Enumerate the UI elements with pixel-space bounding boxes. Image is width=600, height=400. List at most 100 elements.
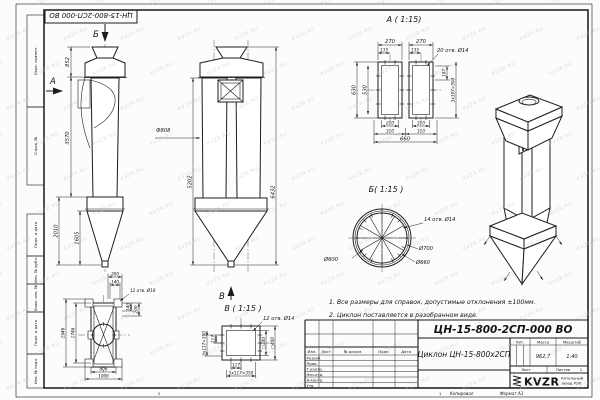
mass-label: Масса <box>537 339 549 344</box>
margin-column: Перв. примен. Справ. № Подп. и дата Инв.… <box>26 14 45 389</box>
margin-label: Перв. примен. <box>33 47 38 76</box>
lit-label: Лит. <box>516 339 525 344</box>
dim-210: 210 <box>417 121 425 126</box>
mass-value: 962,7 <box>536 354 551 360</box>
margin-label: Взам. инв. № <box>33 285 38 311</box>
sheets-label: Листов <box>556 367 571 372</box>
dim-3570: 3570 <box>65 131 71 145</box>
logo-text: KVZR <box>524 376 560 389</box>
dim-117: 117 <box>211 335 216 343</box>
holes-callout-section-a: 20 отв. Ø14 <box>437 47 469 54</box>
view-front: В Ф808 5202 6432 <box>155 40 279 302</box>
row-nachotd: Нач.отд. <box>307 372 324 377</box>
holes-callout-view-v: 12 отв. Ø14 <box>263 315 295 322</box>
dim-135: 135 <box>411 47 419 52</box>
dim-660: 660 <box>400 137 411 143</box>
dim-630: 630 <box>352 84 358 95</box>
stamp-text: ЦН-15-800-2СП-000 ВО <box>49 11 133 19</box>
dim-310: 310 <box>417 129 425 134</box>
dim-310: 310 <box>386 129 394 134</box>
dim-200: 200 <box>134 305 139 313</box>
margin-label: Справ. № <box>33 137 38 156</box>
scale-value: 1:40 <box>566 354 577 360</box>
dim-270: 270 <box>385 39 396 45</box>
drawing-title: Циклон ЦН-15-800х2СП <box>418 350 511 359</box>
stand-detail: 200 140 12 отв. Ø18 140 200 1946 1746 80… <box>61 272 156 381</box>
stand-bracing <box>92 306 115 363</box>
bolt-ticks-view-v <box>220 324 262 362</box>
dim-350: 3х117≈350 <box>202 331 207 356</box>
dim-700: Ø700 <box>418 245 434 252</box>
copied-label: Копировал <box>450 391 474 396</box>
margin-label: Инв. № дубл. <box>33 257 38 283</box>
dim-117: 117 <box>232 363 240 368</box>
arrow-a-label: А <box>49 77 56 87</box>
margin-label: Подп. и дата <box>33 222 38 248</box>
holes-callout-section-b: 14 отв. Ø14 <box>424 216 456 223</box>
bolt-ticks-section-a <box>376 60 435 120</box>
dim-530: 530 <box>363 84 369 95</box>
col-doc: № докум. <box>344 349 363 354</box>
view-side: Б А 852 3570 2010 1605 <box>46 24 127 272</box>
dim-1946: 1946 <box>61 327 66 338</box>
dim-350: 3х117≈350 <box>229 371 254 376</box>
dim-600: Ø600 <box>323 256 339 263</box>
support-arrows <box>483 235 563 282</box>
org-line2: завод РЭП <box>561 381 582 386</box>
pipe-flange-ticks <box>90 322 117 348</box>
view-v-title: В ( 1:15 ) <box>224 304 261 313</box>
fold-mark-right: 1 <box>439 391 442 396</box>
note-2: 2. Циклон поставляется в разобранном вид… <box>329 311 478 319</box>
dim-660: Ø660 <box>415 259 431 266</box>
section-a-title: А ( 1:15) <box>386 15 422 24</box>
sheet-label: Лист <box>521 367 531 372</box>
dim-852: 852 <box>65 57 71 67</box>
title-block-thin-lines <box>305 320 588 388</box>
margin-label: Инв. № подл. <box>33 358 38 384</box>
row-utv: Утв. <box>307 383 315 388</box>
row-tkontr: Т.контр. <box>306 367 323 372</box>
dim-806: 806 <box>100 367 108 372</box>
col-list: Лист <box>321 349 331 354</box>
doc-number: ЦН-15-800-2СП-000 ВО <box>434 324 573 336</box>
dim-210: 210 <box>386 121 394 126</box>
section-b: Б( 1:15 ) 14 отв. Ø14 Ø700 Ø660 Ø <box>323 185 456 272</box>
row-prov: Пров. <box>307 361 318 366</box>
dim-140: 140 <box>111 280 119 285</box>
section-b-title: Б( 1:15 ) <box>369 185 404 194</box>
dim-270: 270 <box>416 39 427 45</box>
col-sign: Подп. <box>378 349 390 354</box>
dim-1605: 1605 <box>75 231 81 245</box>
format-label: Формат А3 <box>500 391 524 396</box>
notes: 1. Все размеры для справок, допустимые о… <box>329 299 536 319</box>
dim-590: 3х197≈590 <box>451 77 456 102</box>
row-nkontr: Н.контр. <box>307 378 324 383</box>
scale-label: Масштаб <box>563 339 582 344</box>
dim-197: 197 <box>442 69 447 77</box>
dim-300: □300 <box>261 337 266 349</box>
dim-200: 200 <box>111 272 119 277</box>
view-isometric <box>483 94 564 286</box>
dim-400: □400 <box>270 337 275 349</box>
holes-callout-stand: 12 отв. Ø18 <box>130 288 156 293</box>
row-razrab: Разраб. <box>307 356 322 361</box>
section-a: А ( 1:15) 270 270 135 135 20 отв. Ø14 <box>352 15 469 144</box>
top-designation-stamp: ЦН-15-800-2СП-000 ВО <box>44 9 138 24</box>
arrow-b-label: Б <box>93 30 99 40</box>
title-block: Изм. Лист № докум. Подп. Дата Разраб. Пр… <box>304 319 588 389</box>
sheet-frame <box>15 3 593 398</box>
col-date: Дата <box>401 349 411 354</box>
logo-spring-icon <box>512 375 522 387</box>
note-1: 1. Все размеры для справок, допустимые о… <box>329 299 536 306</box>
sheets-value: 1 <box>580 367 583 372</box>
bottom-strip: 2 1 Копировал Формат А3 <box>158 391 524 396</box>
arrow-v-label: В <box>219 292 225 302</box>
dim-2010: 2010 <box>54 224 60 238</box>
dim-1006: 1006 <box>98 374 109 379</box>
bolt-ticks-section-b <box>355 209 409 267</box>
org-line1: Котельный <box>561 376 584 381</box>
dim-6432: 6432 <box>271 185 277 198</box>
dim-5202: 5202 <box>188 175 194 188</box>
